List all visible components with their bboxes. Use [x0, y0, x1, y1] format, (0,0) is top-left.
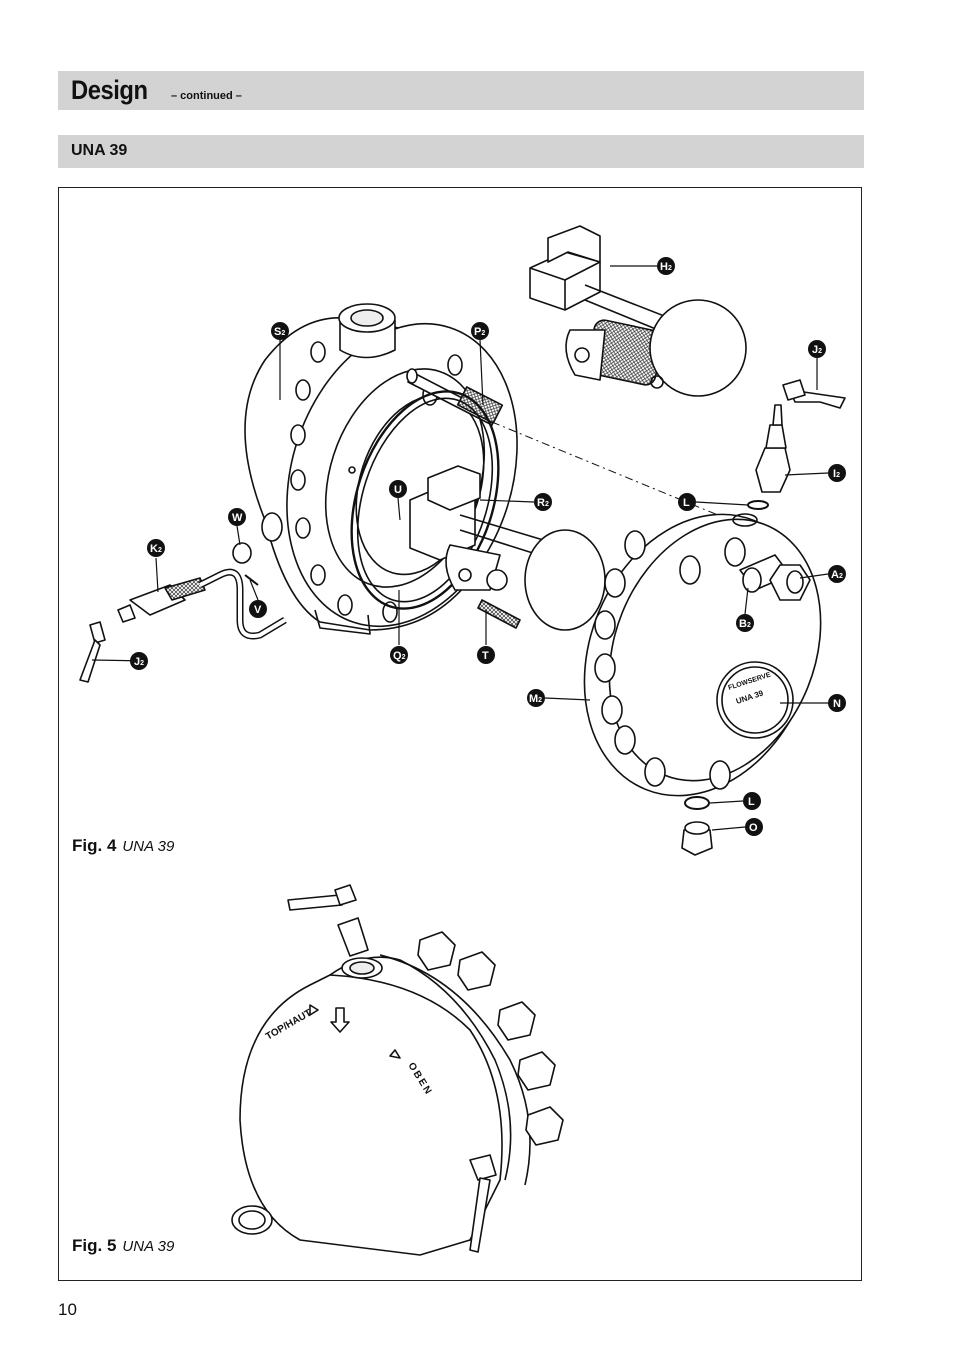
svg-text:L: L: [683, 497, 690, 509]
svg-text:O: O: [749, 822, 758, 834]
valve-cover: [583, 513, 822, 797]
callout-a2: A2: [828, 565, 846, 583]
svg-text:H2: H2: [660, 261, 672, 273]
callout-j2-left: J2: [130, 652, 148, 670]
callout-r2: R2: [534, 493, 552, 511]
left-valve-parts: [79, 542, 287, 683]
svg-text:J2: J2: [812, 344, 822, 356]
continued-note: – continued –: [171, 90, 242, 102]
svg-text:I2: I2: [833, 468, 840, 480]
callout-k2: K2: [147, 539, 165, 557]
svg-text:T: T: [482, 650, 489, 662]
callout-n: N: [828, 694, 846, 712]
svg-text:S2: S2: [274, 326, 285, 338]
svg-text:K2: K2: [150, 543, 162, 555]
callouts: H2 S2 P2 J2 I2 U R2 L W K2 A2 V B2 J2 Q2…: [130, 257, 846, 836]
float-assembly-top: [529, 225, 747, 397]
callout-q2: Q2: [390, 646, 408, 664]
svg-text:A2: A2: [831, 569, 843, 581]
svg-text:B2: B2: [739, 618, 751, 630]
figure-5-caption-text: UNA 39: [122, 1238, 175, 1255]
section-header: Design – continued –: [58, 71, 864, 110]
subsection-header: UNA 39: [58, 135, 864, 168]
callout-p2: P2: [471, 322, 489, 340]
callout-s2: S2: [271, 322, 289, 340]
gasket-ring: [350, 390, 500, 610]
figure-5-caption: Fig. 5 UNA 39: [72, 1236, 174, 1256]
svg-text:W: W: [232, 512, 243, 524]
section-title: Design: [71, 75, 148, 105]
assembled-trap-drawing: [231, 884, 564, 1256]
callout-b2: B2: [736, 614, 754, 632]
svg-text:M2: M2: [529, 693, 542, 705]
page-number: 10: [58, 1300, 77, 1319]
svg-text:L: L: [748, 796, 755, 808]
figure-4-label: Fig. 4: [72, 836, 117, 855]
subsection-title: UNA 39: [71, 142, 128, 159]
svg-text:U: U: [394, 484, 402, 496]
venting-valve: [755, 379, 846, 493]
figure-4-caption-text: UNA 39: [122, 838, 175, 855]
callout-l-bottom: L: [743, 792, 761, 810]
float-assembly-middle: [409, 465, 606, 631]
svg-text:Q2: Q2: [393, 650, 406, 662]
callout-u: U: [389, 480, 407, 498]
callout-o: O: [745, 818, 763, 836]
callout-l-top: L: [678, 493, 696, 511]
callout-h2: H2: [657, 257, 675, 275]
svg-text:J2: J2: [134, 656, 144, 668]
figure-frame: [58, 187, 862, 1281]
callout-i2: I2: [828, 464, 846, 482]
svg-text:N: N: [833, 698, 841, 710]
svg-text:R2: R2: [537, 497, 549, 509]
callout-m2: M2: [527, 689, 545, 707]
callout-j2-right: J2: [808, 340, 826, 358]
svg-text:P2: P2: [474, 326, 485, 338]
callout-w: W: [228, 508, 246, 526]
callout-t: T: [477, 646, 495, 664]
figure-4-caption: Fig. 4 UNA 39: [72, 836, 174, 856]
figure-5-label: Fig. 5: [72, 1236, 117, 1255]
svg-text:V: V: [254, 604, 262, 616]
callout-v: V: [249, 600, 267, 618]
